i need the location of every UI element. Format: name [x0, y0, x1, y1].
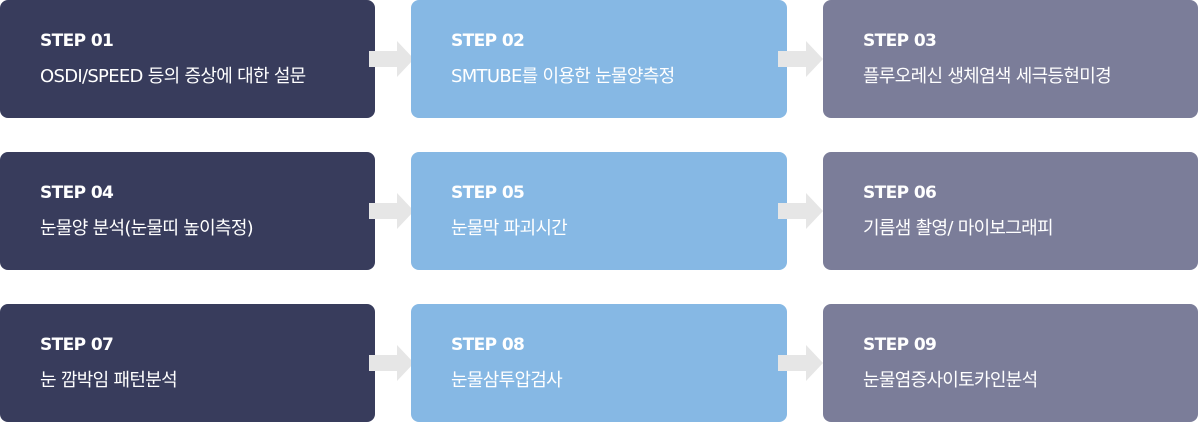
step-label: STEP 06 [863, 183, 937, 203]
arrow-right-icon [369, 345, 414, 381]
arrow-right-icon [778, 193, 823, 229]
step-description: 눈물삼투압검사 [451, 370, 563, 391]
step-description: 눈 깜박임 패턴분석 [40, 370, 178, 391]
step-label: STEP 04 [40, 183, 114, 203]
step-description: 눈물막 파괴시간 [451, 218, 568, 239]
step-description: 기름샘 촬영/ 마이보그래피 [863, 218, 1054, 239]
step-label: STEP 08 [451, 335, 525, 355]
step-box: STEP 07 눈 깜박임 패턴분석 [0, 304, 375, 422]
step-label: STEP 09 [863, 335, 937, 355]
arrow-right-icon [778, 41, 823, 77]
step-box: STEP 09 눈물염증사이토카인분석 [823, 304, 1198, 422]
step-description: SMTUBE를 이용한 눈물양측정 [451, 66, 675, 87]
arrow-right-icon [369, 41, 414, 77]
step-label: STEP 05 [451, 183, 525, 203]
step-row: STEP 07 눈 깜박임 패턴분석 STEP 08 눈물삼투압검사 STEP 09 눈물… [0, 304, 1198, 422]
step-label: STEP 07 [40, 335, 114, 355]
step-row: STEP 01 OSDI/SPEED 등의 증상에 대한 설문 STEP 02 SMT… [0, 0, 1198, 118]
step-box: STEP 03 플루오레신 생체염색 세극등현미경 [823, 0, 1198, 118]
step-label: STEP 01 [40, 31, 114, 51]
step-label: STEP 02 [451, 31, 525, 51]
arrow-right-icon [778, 345, 823, 381]
step-description: 눈물양 분석(눈물띠 높이측정) [40, 218, 254, 239]
step-box: STEP 01 OSDI/SPEED 등의 증상에 대한 설문 [0, 0, 375, 118]
step-description: 눈물염증사이토카인분석 [863, 370, 1038, 391]
step-box: STEP 05 눈물막 파괴시간 [411, 152, 787, 270]
step-box: STEP 02 SMTUBE를 이용한 눈물양측정 [411, 0, 787, 118]
step-box: STEP 08 눈물삼투압검사 [411, 304, 787, 422]
step-box: STEP 04 눈물양 분석(눈물띠 높이측정) [0, 152, 375, 270]
step-box: STEP 06 기름샘 촬영/ 마이보그래피 [823, 152, 1198, 270]
arrow-right-icon [369, 193, 414, 229]
step-description: 플루오레신 생체염색 세극등현미경 [863, 66, 1112, 87]
step-label: STEP 03 [863, 31, 937, 51]
step-description: OSDI/SPEED 등의 증상에 대한 설문 [40, 66, 306, 87]
